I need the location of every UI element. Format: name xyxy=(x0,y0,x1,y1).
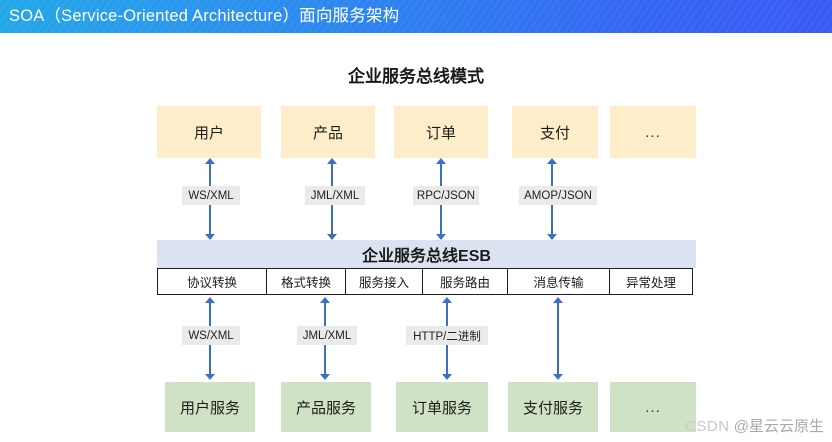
esb-capability-cell: 服务接入 xyxy=(345,268,423,295)
consumer-box-more: ... xyxy=(610,106,696,158)
consumer-label: 用户 xyxy=(193,124,224,142)
page-title: SOA（Service-Oriented Architecture）面向服务架构 xyxy=(9,7,400,25)
arrow-head-down-icon xyxy=(205,234,215,240)
protocol-label-bottom: WS/XML xyxy=(182,326,240,345)
diagram-title: 企业服务总线模式 xyxy=(348,67,484,86)
arrow-head-up-icon xyxy=(327,158,337,164)
provider-label: 订单服务 xyxy=(411,399,472,417)
arrow-head-down-icon xyxy=(547,234,557,240)
consumer-label: 产品 xyxy=(312,124,343,142)
provider-box: 订单服务 xyxy=(396,382,488,432)
arrow-head-up-icon xyxy=(553,297,563,303)
consumer-label: ... xyxy=(645,123,661,141)
watermark-brand: CSDN xyxy=(685,418,730,435)
consumer-label: 支付 xyxy=(539,124,570,142)
arrow-head-up-icon xyxy=(205,297,215,303)
protocol-label-bottom: HTTP/二进制 xyxy=(406,326,488,345)
arrow-head-up-icon xyxy=(205,158,215,164)
arrow-head-down-icon xyxy=(327,234,337,240)
arrow-head-up-icon xyxy=(436,158,446,164)
arrow-head-down-icon xyxy=(553,374,563,380)
provider-box: 产品服务 xyxy=(281,382,371,432)
esb-title: 企业服务总线ESB xyxy=(362,248,491,265)
provider-label: 支付服务 xyxy=(522,399,583,417)
provider-box-more: ... xyxy=(610,382,696,432)
arrow-head-up-icon xyxy=(320,297,330,303)
esb-capability-cell: 格式转换 xyxy=(266,268,346,295)
arrow-head-down-icon xyxy=(442,374,452,380)
flow-arrow-bottom xyxy=(551,297,565,380)
arrow-head-down-icon xyxy=(205,374,215,380)
arrow-head-down-icon xyxy=(436,234,446,240)
arrow-head-down-icon xyxy=(320,374,330,380)
provider-label: 用户服务 xyxy=(179,399,240,417)
esb-capability-cell: 消息传输 xyxy=(507,268,610,295)
consumer-label: 订单 xyxy=(425,124,456,142)
provider-label: ... xyxy=(645,398,661,416)
protocol-label-top: WS/XML xyxy=(182,186,240,205)
protocol-label-top: JML/XML xyxy=(305,186,365,205)
consumer-box: 产品 xyxy=(281,106,375,158)
consumer-box: 支付 xyxy=(512,106,598,158)
watermark-author: @星云云原生 xyxy=(733,418,824,435)
esb-title-bar: 企业服务总线ESB xyxy=(157,240,696,268)
provider-box: 支付服务 xyxy=(508,382,598,432)
arrow-head-up-icon xyxy=(547,158,557,164)
esb-capability-cell: 协议转换 xyxy=(157,268,267,295)
watermark: CSDN @星云云原生 xyxy=(685,415,824,436)
arrow-shaft xyxy=(557,302,560,375)
consumer-box: 用户 xyxy=(157,106,261,158)
provider-box: 用户服务 xyxy=(165,382,255,432)
esb-capability-cell: 服务路由 xyxy=(422,268,508,295)
esb-capability-row: 协议转换 格式转换 服务接入 服务路由 消息传输 异常处理 xyxy=(157,268,696,295)
header-stripe-pattern xyxy=(0,0,832,33)
protocol-label-top: AMOP/JSON xyxy=(519,186,597,205)
esb-capability-cell: 异常处理 xyxy=(609,268,693,295)
arrow-head-up-icon xyxy=(442,297,452,303)
provider-label: 产品服务 xyxy=(295,399,356,417)
consumer-box: 订单 xyxy=(394,106,488,158)
protocol-label-top: RPC/JSON xyxy=(413,186,479,205)
page-header: SOA（Service-Oriented Architecture）面向服务架构 xyxy=(0,0,832,33)
protocol-label-bottom: JML/XML xyxy=(297,326,357,345)
